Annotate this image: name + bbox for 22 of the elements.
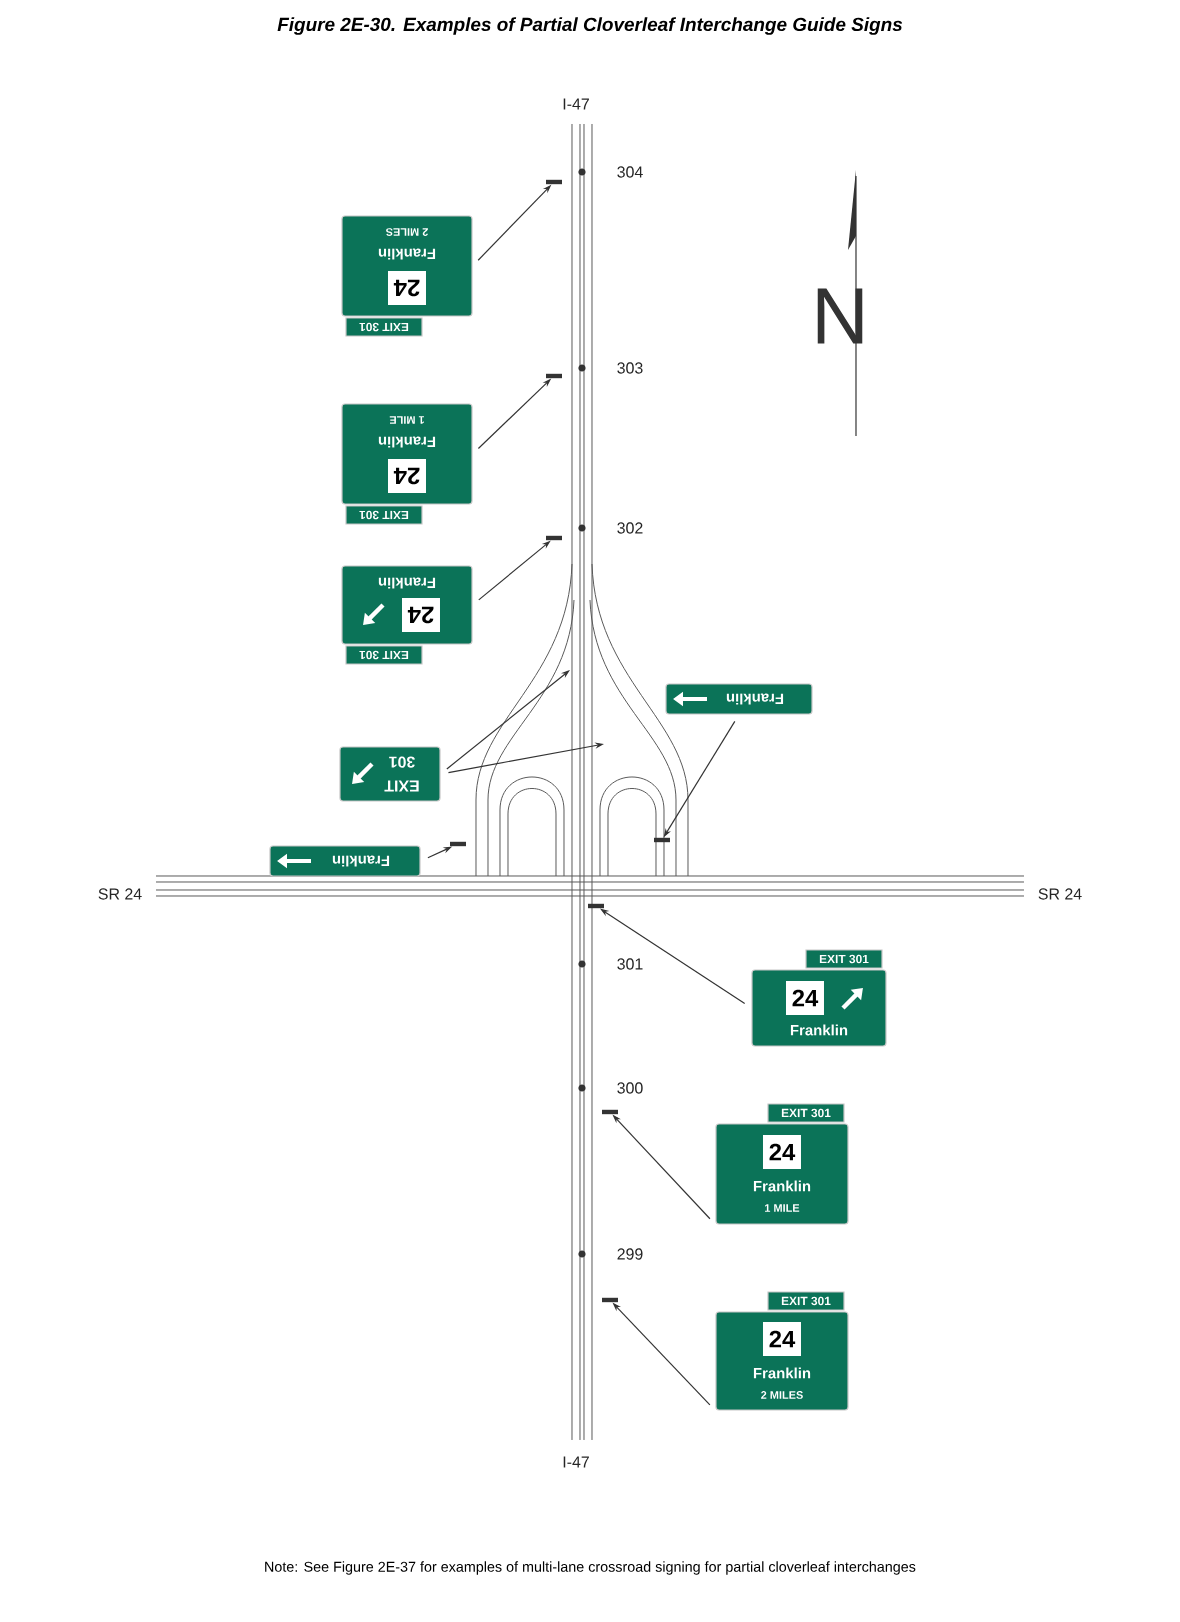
guide-sign — [715, 1291, 849, 1411]
sign-location-mark — [546, 373, 562, 379]
guide-sign — [715, 1103, 849, 1225]
route-shield: 24 — [388, 271, 426, 305]
sign-location-mark — [602, 1109, 618, 1115]
guide-sign — [341, 565, 473, 665]
sign-location-mark — [450, 841, 466, 847]
route-shield: 24 — [388, 459, 426, 493]
sign-location-mark — [602, 1297, 618, 1303]
sign-location-mark — [546, 535, 562, 541]
leader-line — [446, 670, 570, 770]
sign-location-mark — [546, 179, 562, 185]
title: Figure 2E-30. Examples of Partial Cloverleaf Interchange Guide Signs — [277, 17, 903, 35]
guide-sign — [665, 683, 813, 715]
guide-sign — [341, 215, 473, 337]
guide-sign — [751, 949, 887, 1047]
sign-location-mark — [654, 837, 670, 843]
guide-sign — [269, 845, 421, 877]
guide-sign — [339, 746, 441, 802]
sign-location-mark — [588, 903, 604, 909]
guide-sign — [341, 403, 473, 525]
route-shield: 24 — [402, 598, 440, 632]
